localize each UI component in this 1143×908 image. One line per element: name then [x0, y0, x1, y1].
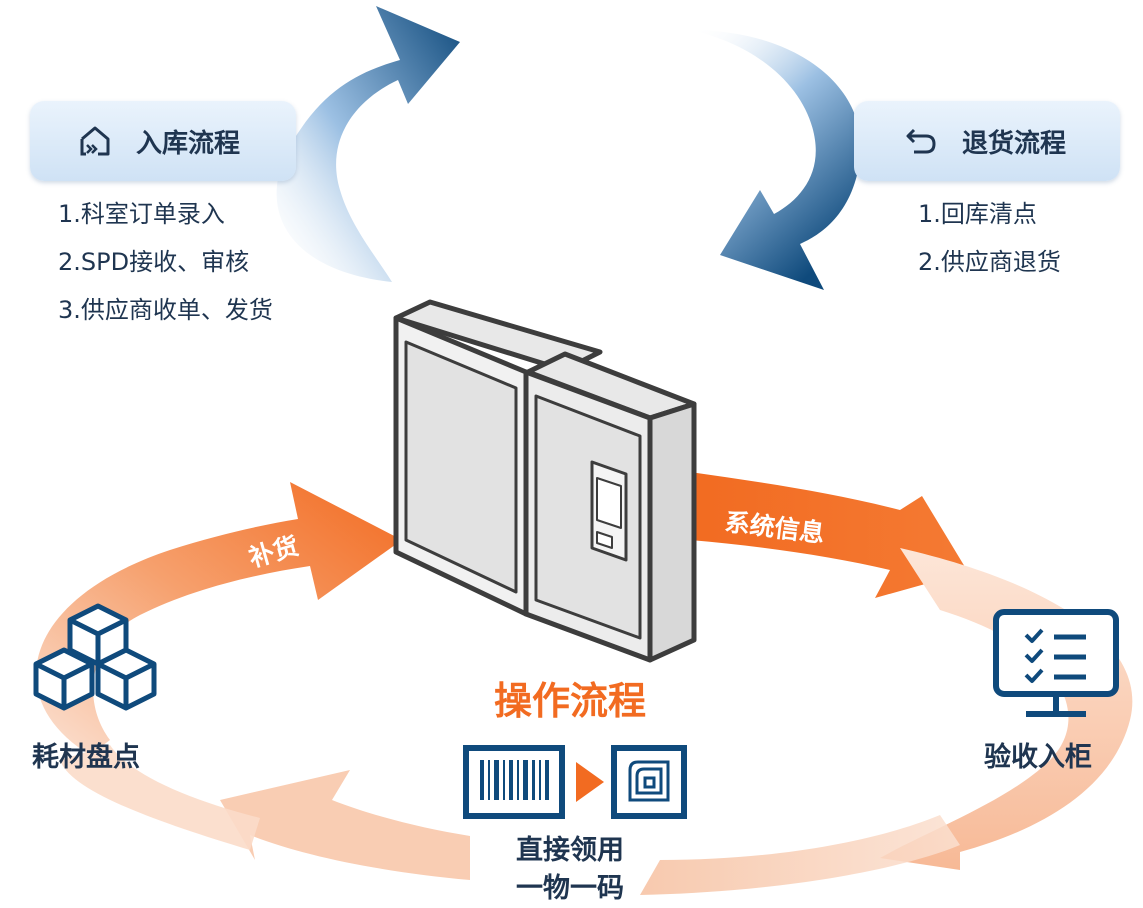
smart-cabinet [393, 299, 697, 663]
inbound-step-3: 3.供应商收单、发货 [58, 296, 273, 324]
system-info-arrow [690, 472, 968, 598]
return-cycle-arrow [690, 30, 861, 290]
boxes-icon [33, 603, 157, 711]
acceptance-loop-arc [880, 548, 1133, 870]
inventory-return-tail [60, 745, 260, 850]
inbound-process-title: 入库流程 [136, 128, 241, 159]
return-step-1: 1.回库清点 [918, 200, 1037, 228]
direct-use-label: 直接领用 [516, 835, 624, 866]
direct-use-loop-arc [640, 815, 960, 895]
convert-arrow-icon [576, 762, 604, 802]
inventory-return-arrow [220, 770, 470, 880]
operation-process-title: 操作流程 [493, 679, 646, 723]
inbound-step-1: 1.科室订单录入 [58, 200, 225, 228]
barcode-icon [463, 745, 565, 819]
rfid-tag-icon [611, 745, 687, 819]
return-steps: 1.回库清点 2.供应商退货 [918, 190, 1061, 286]
return-process-title: 退货流程 [962, 128, 1067, 159]
return-arrow-icon [904, 126, 938, 156]
inbound-step-2: 2.SPD接收、审核 [58, 248, 250, 276]
replenish-arrow [36, 482, 402, 755]
house-inbound-icon [78, 124, 112, 158]
one-item-one-code-label: 一物一码 [516, 873, 624, 904]
return-step-2: 2.供应商退货 [918, 248, 1061, 276]
acceptance-label: 验收入柜 [984, 742, 1092, 773]
inbound-process-header: 入库流程 [30, 101, 296, 181]
inbound-steps: 1.科室订单录入 2.SPD接收、审核 3.供应商收单、发货 [58, 190, 273, 334]
inbound-cycle-arrow [276, 6, 460, 282]
checklist-monitor-icon [993, 609, 1119, 717]
inventory-label: 耗材盘点 [32, 742, 140, 773]
return-process-header: 退货流程 [854, 101, 1120, 181]
